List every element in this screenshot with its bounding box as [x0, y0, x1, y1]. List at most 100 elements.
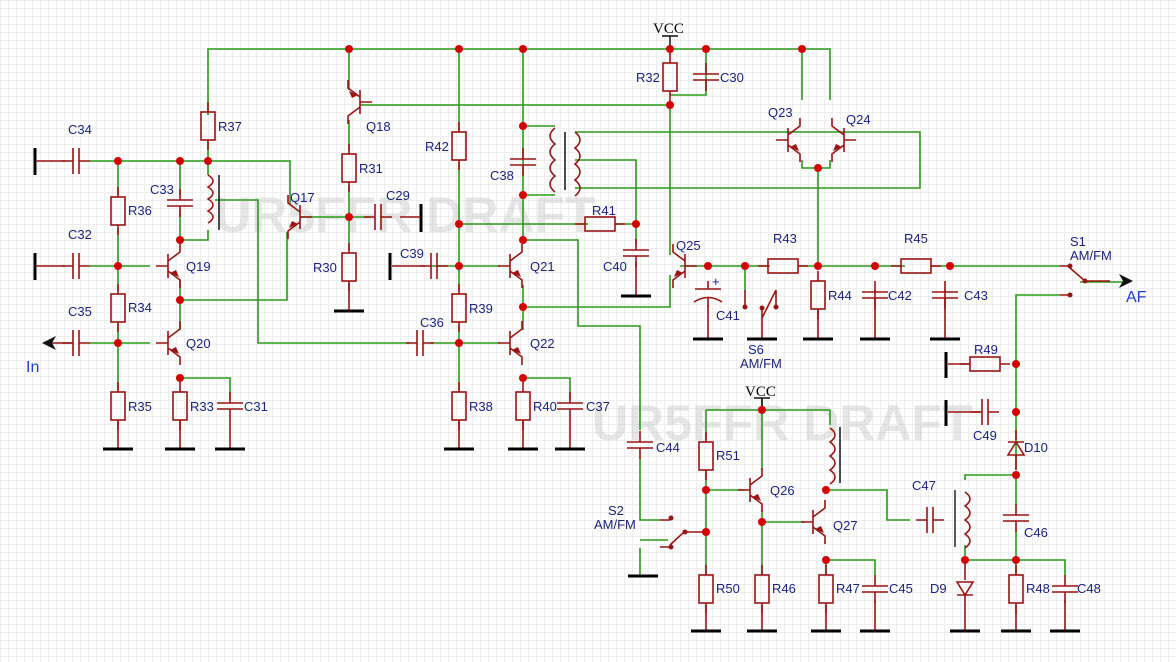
capacitor-c38: [510, 148, 536, 176]
transistor-q17: [287, 195, 312, 239]
label-c32: C32: [68, 227, 92, 242]
output-arrow-icon: [1119, 274, 1133, 288]
label-r33: R33: [190, 399, 214, 414]
resistor-r38: [451, 382, 467, 430]
transformer-secondary: [573, 131, 581, 197]
s2-mode: AM/FM: [594, 517, 636, 532]
switches: [660, 263, 1110, 550]
capacitor-c35: [62, 330, 90, 356]
label-c48: C48: [1077, 581, 1101, 596]
junction-dot: [114, 339, 122, 347]
label-q22: Q22: [530, 336, 555, 351]
label-r38: R38: [469, 399, 493, 414]
diodes: [955, 430, 1026, 600]
junction-dot: [345, 213, 353, 221]
label-r36: R36: [128, 203, 152, 218]
transistor-q23: [776, 118, 801, 162]
junction-dot: [814, 262, 822, 270]
s1-name: S1: [1070, 234, 1086, 249]
resistor-r50: [698, 565, 714, 613]
junction-dot: [519, 45, 527, 53]
resistor-r46: [754, 565, 770, 613]
junction-dot: [702, 528, 710, 536]
diode-d9: [955, 560, 975, 600]
capacitor-c45: [862, 575, 888, 603]
wires: [90, 48, 1130, 575]
transistor-q19: [156, 244, 181, 288]
transistor-q27: [801, 500, 826, 544]
input-port-label: In: [26, 359, 39, 376]
junction-dot: [702, 486, 710, 494]
inductors: [206, 127, 971, 549]
switch-s6[interactable]: [742, 289, 779, 319]
emitter-arrow-icon: [170, 270, 179, 277]
resistor-r48: [1008, 565, 1024, 613]
label-q18: Q18: [366, 119, 391, 134]
emitter-arrow-icon: [170, 347, 179, 354]
emitter-arrow-icon: [790, 144, 799, 151]
label-c38: C38: [490, 168, 514, 183]
transistor-q18: [347, 80, 372, 124]
capacitor-c30: [693, 63, 719, 91]
junction-dot: [519, 191, 527, 199]
capacitor-c48: [1052, 575, 1078, 603]
transistor-q26: [738, 468, 763, 512]
switch-s2[interactable]: [660, 515, 706, 550]
junction-dot: [176, 236, 184, 244]
junction-dot: [741, 262, 749, 270]
label-c44: C44: [656, 440, 680, 455]
label-c31: C31: [244, 399, 268, 414]
junction-dot: [961, 556, 969, 564]
junction-dot: [345, 45, 353, 53]
junction-dot: [666, 101, 674, 109]
label-r42: R42: [425, 139, 449, 154]
switch-s1[interactable]: [1060, 263, 1110, 298]
label-q19: Q19: [186, 259, 211, 274]
capacitor-c31: [217, 392, 243, 420]
label-r35: R35: [128, 399, 152, 414]
label-r32: R32: [636, 70, 660, 85]
junction-dot: [519, 236, 527, 244]
label-q26: Q26: [770, 483, 795, 498]
label-q27: Q27: [833, 518, 858, 533]
resistor-r39: [451, 284, 467, 332]
junction-dot: [176, 157, 184, 165]
resistor-r43: [758, 258, 808, 274]
emitter-arrow-icon: [833, 144, 842, 151]
capacitor-c44: [627, 431, 653, 459]
resistor-r47: [818, 565, 834, 613]
label-c34: C34: [68, 122, 92, 137]
inductor-l2: [828, 427, 836, 485]
resistor-r33: [172, 382, 188, 430]
label-d10: D10: [1024, 440, 1048, 455]
label-r49: R49: [974, 342, 998, 357]
emitter-arrow-icon: [752, 494, 761, 501]
label-c35: C35: [68, 304, 92, 319]
label-r34: R34: [128, 300, 152, 315]
label-r31: R31: [359, 161, 383, 176]
junction-dot: [814, 164, 822, 172]
grounds: [33, 148, 1080, 633]
junction-dot: [798, 45, 806, 53]
diode-d10: [1006, 430, 1026, 470]
polarity-plus-icon: +: [712, 274, 720, 289]
input-arrow-icon: [42, 336, 56, 350]
junction-dot: [1012, 556, 1020, 564]
resistor-r37: [200, 102, 216, 150]
junction-dot: [1012, 408, 1020, 416]
capacitor-c46: [1003, 504, 1029, 532]
label-r51: R51: [716, 448, 740, 463]
label-c37: C37: [586, 399, 610, 414]
transistor-q25: [672, 244, 697, 288]
label-q21: Q21: [530, 259, 555, 274]
emitter-arrow-icon: [674, 270, 683, 277]
label-c29: C29: [386, 188, 410, 203]
capacitor-c39: [420, 253, 448, 279]
label-d9: D9: [930, 581, 947, 596]
resistor-r51: [698, 432, 714, 480]
resistor-r30: [341, 243, 357, 291]
transistor-q20: [156, 321, 181, 365]
label-c47: C47: [912, 478, 936, 493]
inductor-l1: [206, 174, 214, 224]
watermark: UR5FFR DRAFT: [592, 395, 973, 451]
